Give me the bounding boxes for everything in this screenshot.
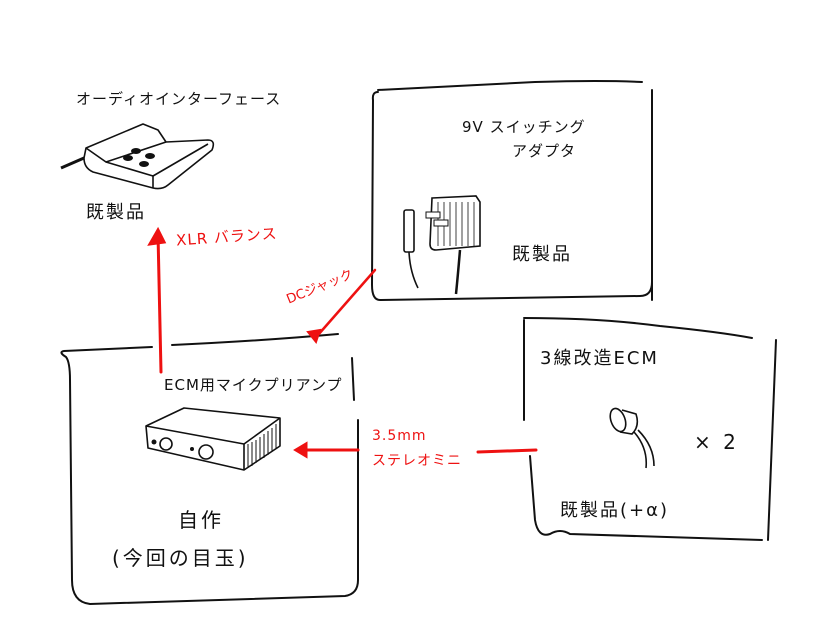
ecm-status: 既製品(+α) [560, 500, 669, 521]
dc-jack-arrow [306, 268, 377, 345]
preamp-status-line1: 自作 [178, 508, 224, 532]
audio-interface-status: 既製品 [86, 202, 146, 223]
ecm-title: 3線改造ECM [540, 348, 659, 369]
stereo-mini-arrow [293, 441, 538, 459]
ecm-quantity: × 2 [694, 430, 739, 454]
power-adapter-icon [403, 195, 481, 295]
stereo-mini-label-line2: ステレオミニ [372, 453, 462, 469]
xlr-arrow [147, 226, 167, 374]
preamp-status-line2: (今回の目玉) [112, 546, 249, 570]
adapter-box-frame [370, 80, 653, 302]
preamp-device-icon [145, 407, 281, 471]
ecm-microphone-icon [609, 407, 655, 469]
preamp-box-frame [60, 333, 359, 606]
stereo-mini-label-line1: 3.5mm [372, 428, 427, 444]
audio-interface-icon [60, 123, 215, 190]
adapter-title-line2: アダプタ [512, 142, 577, 160]
audio-interface-title: オーディオインターフェース [76, 90, 282, 108]
preamp-title: ECM用マイクプリアンプ [164, 376, 343, 394]
adapter-status: 既製品 [512, 244, 572, 265]
ecm-box-frame [523, 317, 777, 541]
adapter-title-line1: 9V スイッチング [462, 118, 586, 136]
